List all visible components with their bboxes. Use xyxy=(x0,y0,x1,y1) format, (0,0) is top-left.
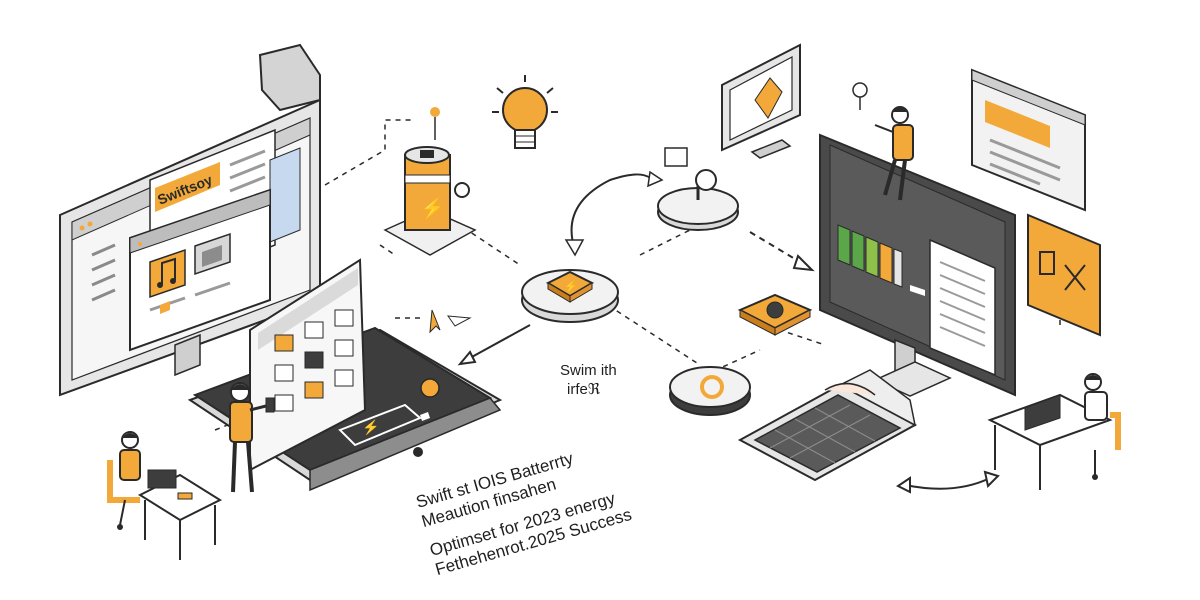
document-card xyxy=(971,68,1086,212)
sync-arrow xyxy=(896,470,1000,494)
tablet-device: ⚡ xyxy=(187,258,503,492)
right-desk-scene xyxy=(987,373,1121,490)
battery-icon: ⚡ xyxy=(338,403,430,447)
hub-label-line2: irfeℜ xyxy=(567,381,601,398)
app-grid xyxy=(274,309,354,412)
cycle-arrows xyxy=(564,170,664,257)
music-icon xyxy=(149,248,186,299)
battery-canister: ⚡ xyxy=(383,107,477,256)
lightbulb-icon xyxy=(492,75,558,149)
person-icon xyxy=(229,382,275,493)
cursor-icon xyxy=(429,309,472,334)
cpu-chip-icon: ⚡ xyxy=(521,269,619,323)
sensor-disc xyxy=(657,147,739,231)
monitor-icon xyxy=(721,43,801,159)
caption-block: Swift st IOIS Batterrty Meaution finsahe… xyxy=(414,449,634,579)
media-window xyxy=(129,188,271,352)
battery-level-bars xyxy=(837,224,903,288)
svg-text:⚡: ⚡ xyxy=(564,280,578,293)
folder-icon xyxy=(194,232,231,276)
svg-text:⚡: ⚡ xyxy=(362,419,379,436)
seated-person-on-monitor xyxy=(852,82,914,201)
left-desk-scene xyxy=(107,431,223,560)
arrows-to-monitor xyxy=(749,231,815,272)
hub-label-line1: Swim ith xyxy=(560,362,617,379)
keyboard-device xyxy=(737,369,918,482)
right-monitor xyxy=(819,133,1016,397)
svg-text:⚡: ⚡ xyxy=(420,196,445,220)
arrow-to-tablet xyxy=(457,324,531,366)
ring-disc xyxy=(669,366,751,416)
battery-card xyxy=(1027,213,1101,337)
gear-icon xyxy=(737,293,813,336)
